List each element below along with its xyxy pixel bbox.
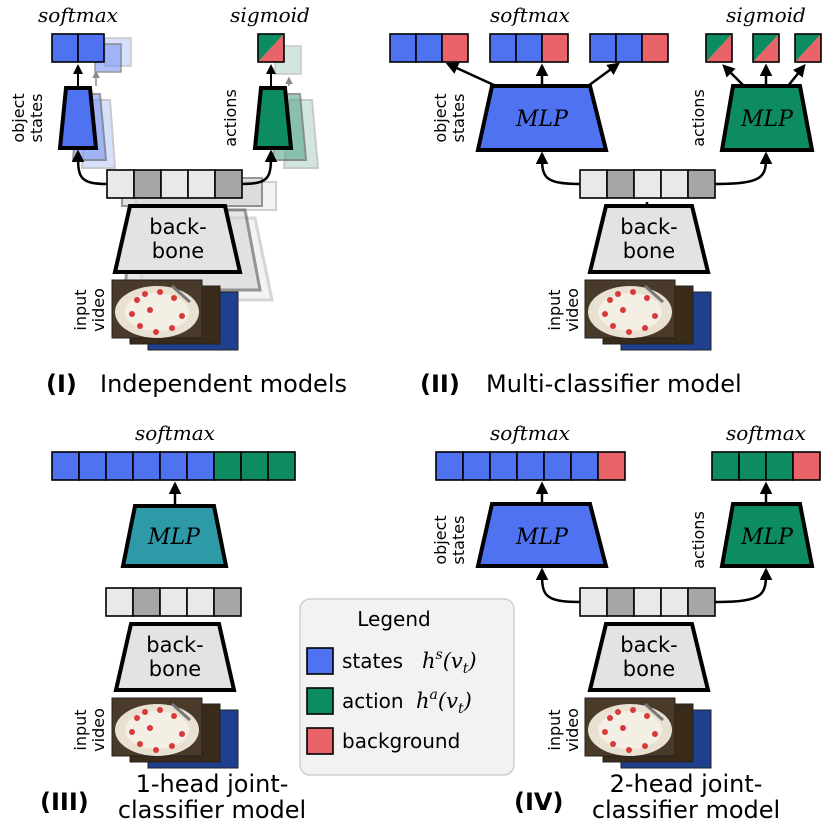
p3-title-line1: 1-head joint- <box>136 770 289 798</box>
legend-swatch-icon <box>306 727 334 755</box>
p1-title: Independent models <box>100 370 347 398</box>
p4-actions-label: actions <box>689 511 708 569</box>
p3-joint-mlp <box>120 504 229 568</box>
p2-softmax-group <box>589 33 669 63</box>
p2-actions-label: actions <box>689 89 708 147</box>
p4-backbone <box>587 622 711 692</box>
p2-backbone-label: back- <box>620 215 677 239</box>
p1-states-head <box>57 86 99 150</box>
p2-backbone-label: bone <box>623 239 675 263</box>
p4-states-output <box>435 451 626 481</box>
p4-backbone-label: back- <box>620 633 677 657</box>
p1-actions-head <box>252 86 294 150</box>
legend-action-math: ha(vt) <box>416 687 472 717</box>
legend-states-label: states <box>342 649 403 673</box>
p4-actions-mlp <box>719 502 815 568</box>
p2-softmax-group <box>389 33 469 63</box>
p4-states-mlp-label: MLP <box>515 525 569 550</box>
p1-backbone <box>112 204 243 274</box>
input-video-thumbnail-icon <box>110 696 240 770</box>
legend-states-math: hs(vt) <box>422 647 477 677</box>
p4-title-line1: 2-head joint- <box>610 770 763 798</box>
p4-backbone-label: bone <box>623 657 675 681</box>
p4-states-label: states <box>449 516 468 565</box>
p1-backbone-label: bone <box>152 239 204 263</box>
p4-video-label: video <box>563 708 582 752</box>
p1-states-label: states <box>27 94 46 143</box>
p3-feature-vector <box>105 587 242 617</box>
p3-mlp-label: MLP <box>147 525 201 550</box>
input-video-thumbnail-icon <box>583 278 713 352</box>
p4-actions-mlp-label: MLP <box>740 525 794 550</box>
p3-input-label: input <box>71 709 90 750</box>
p2-feature-vector <box>579 169 716 199</box>
p3-backbone-label: back- <box>146 633 203 657</box>
p2-sigmoid-label: sigmoid <box>726 3 806 27</box>
p3-number: (III) <box>40 788 89 816</box>
p1-feature-vector <box>106 169 243 199</box>
p3-title-line2: classifier model <box>118 796 306 824</box>
p1-object-label: object <box>9 93 28 142</box>
p3-backbone-label: bone <box>149 657 201 681</box>
p2-states-mlp-label: MLP <box>515 107 569 132</box>
legend: Legend states hs(vt) action ha(vt) backg… <box>299 598 515 776</box>
p3-video-label: video <box>89 708 108 752</box>
p2-softmax-group <box>489 33 569 63</box>
p4-object-label: object <box>431 515 450 564</box>
p4-feature-vector <box>579 587 716 617</box>
p2-states-mlp <box>475 84 609 152</box>
p1-sigmoid-label: sigmoid <box>230 3 310 27</box>
p1-number: (I) <box>46 370 77 398</box>
p2-input-label: input <box>545 289 564 330</box>
p2-sigmoid-cell <box>794 33 822 63</box>
p3-softmax-label: softmax <box>135 421 215 445</box>
p2-softmax-label: softmax <box>490 3 570 27</box>
p2-title: Multi-classifier model <box>486 370 742 398</box>
p1-input-label: input <box>71 289 90 330</box>
p4-input-label: input <box>545 709 564 750</box>
input-video-thumbnail-icon <box>583 696 713 770</box>
legend-swatch-icon <box>306 687 334 715</box>
p4-title-line2: classifier model <box>592 796 780 824</box>
p4-softmax-label-right: softmax <box>726 421 806 445</box>
p2-number: (II) <box>420 370 460 398</box>
legend-title: Legend <box>357 607 430 631</box>
panel-independent-models: back- bone softmax sigmoid object states… <box>9 3 347 398</box>
panel-1-head-joint: softmax MLP back- bone input video (II <box>40 421 306 824</box>
p2-object-label: object <box>431 93 450 142</box>
p1-softmax-label: softmax <box>38 3 118 27</box>
p4-states-mlp <box>475 502 609 568</box>
p2-video-label: video <box>563 288 582 332</box>
legend-background-label: background <box>342 729 460 753</box>
panel-multi-classifier: softmax sigmoid <box>389 3 822 398</box>
p1-state-cell <box>77 33 105 63</box>
p1-video-label: video <box>89 288 108 332</box>
p2-actions-mlp-label: MLP <box>740 107 794 132</box>
panel-2-head-joint: softmax softmax MLP MLP object states ac… <box>431 421 821 824</box>
p2-sigmoid-cell <box>752 33 780 63</box>
p1-actions-label: actions <box>221 89 240 147</box>
input-video-thumbnail-icon <box>110 278 240 352</box>
p3-backbone <box>113 622 237 692</box>
p4-number: (IV) <box>514 788 563 816</box>
p2-actions-mlp <box>719 84 815 152</box>
p4-actions-output <box>711 451 821 481</box>
p1-sigmoid-cell <box>257 33 285 63</box>
p4-softmax-label-left: softmax <box>490 421 570 445</box>
p1-backbone-label: back- <box>149 215 206 239</box>
legend-swatch-icon <box>306 647 334 675</box>
p1-state-cell <box>51 33 79 63</box>
legend-action-label: action <box>342 689 404 713</box>
p2-sigmoid-cell <box>705 33 733 63</box>
p3-output-vector <box>51 451 296 481</box>
p2-states-label: states <box>449 94 468 143</box>
p2-backbone <box>587 204 711 274</box>
